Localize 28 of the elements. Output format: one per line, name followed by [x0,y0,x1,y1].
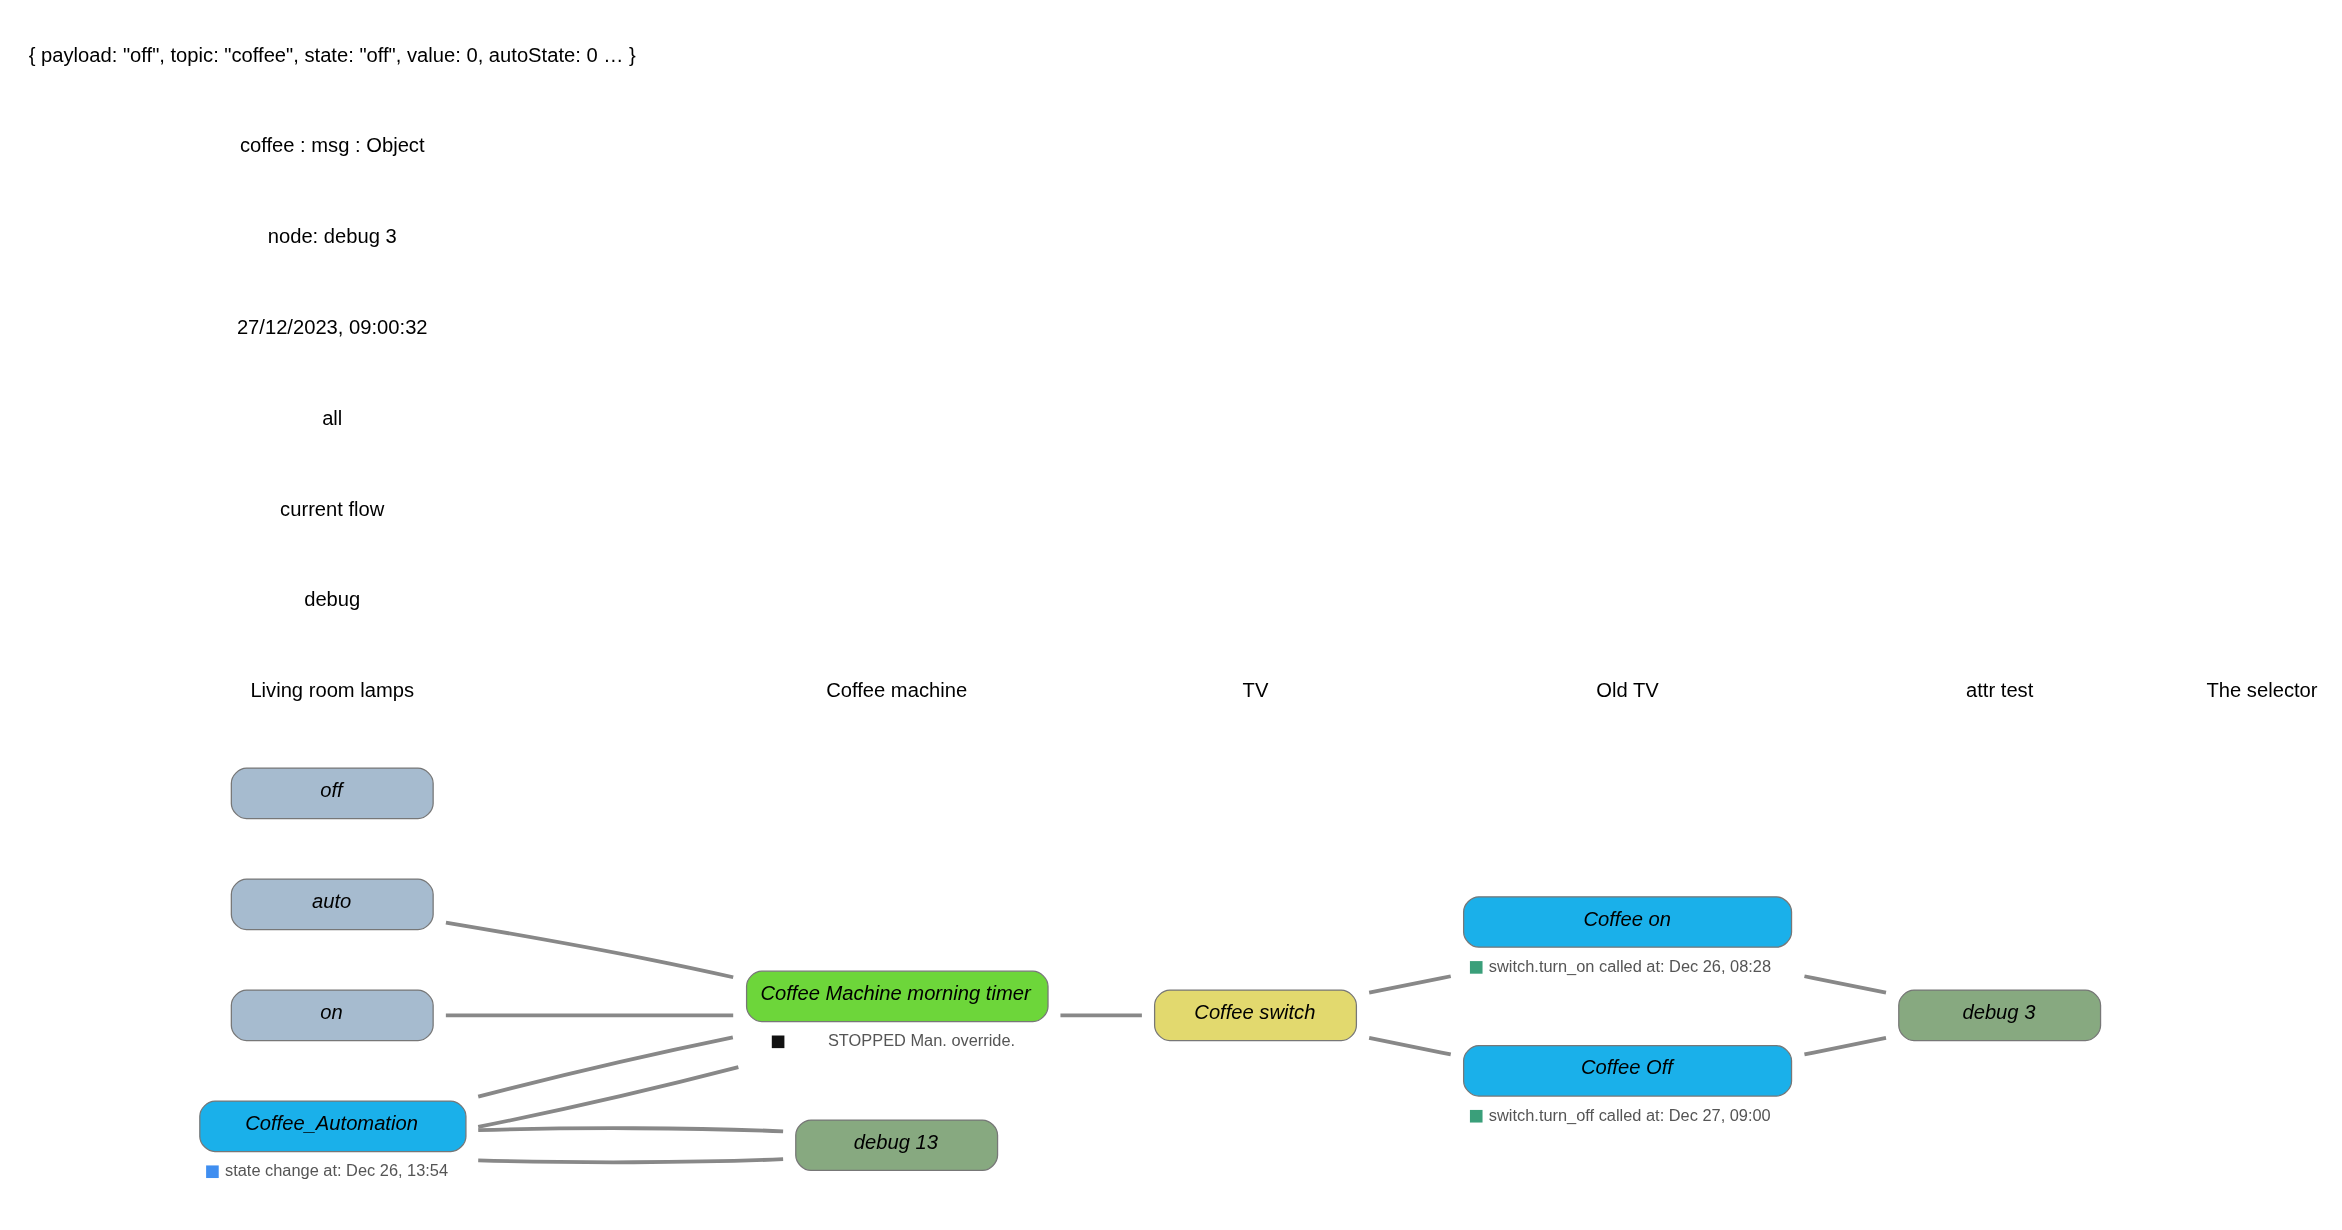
connector [478,1125,784,1133]
label: attr test [1966,678,2034,701]
node-label: switch.turn_on called at: Dec 26, 08:28 [1488,956,1772,975]
label: current flow [280,497,385,520]
connector [1368,973,1452,995]
label: Living room lamps [250,678,415,701]
label: all [322,406,343,429]
label: TV [1242,678,1269,701]
connector [477,1034,734,1098]
connector [478,1156,784,1164]
connector [1804,973,1887,995]
label: Old TV [1596,678,1659,701]
node-label: switch.turn_off called at: Dec 27, 09:00 [1488,1105,1771,1124]
label: node: debug 3 [267,224,397,247]
connector [1368,1035,1452,1056]
connector [445,920,734,979]
connector [1804,1035,1887,1056]
connector [477,1064,739,1129]
connector [445,1012,734,1017]
label: The selector [2206,678,2318,701]
connector [1060,1012,1142,1017]
node-label: state change at: Dec 26, 13:54 [225,1160,449,1179]
label: 27/12/2023, 09:00:32 [236,315,428,338]
node-label: STOPPED Man. override. [827,1030,1016,1049]
label: coffee : msg : Object [239,133,425,156]
label: debug [304,587,361,610]
label: { payload: "off", topic: "coffee", state: "off", value: 0, autoState: 0 … } [28,43,636,66]
label: Coffee machine [826,678,968,701]
